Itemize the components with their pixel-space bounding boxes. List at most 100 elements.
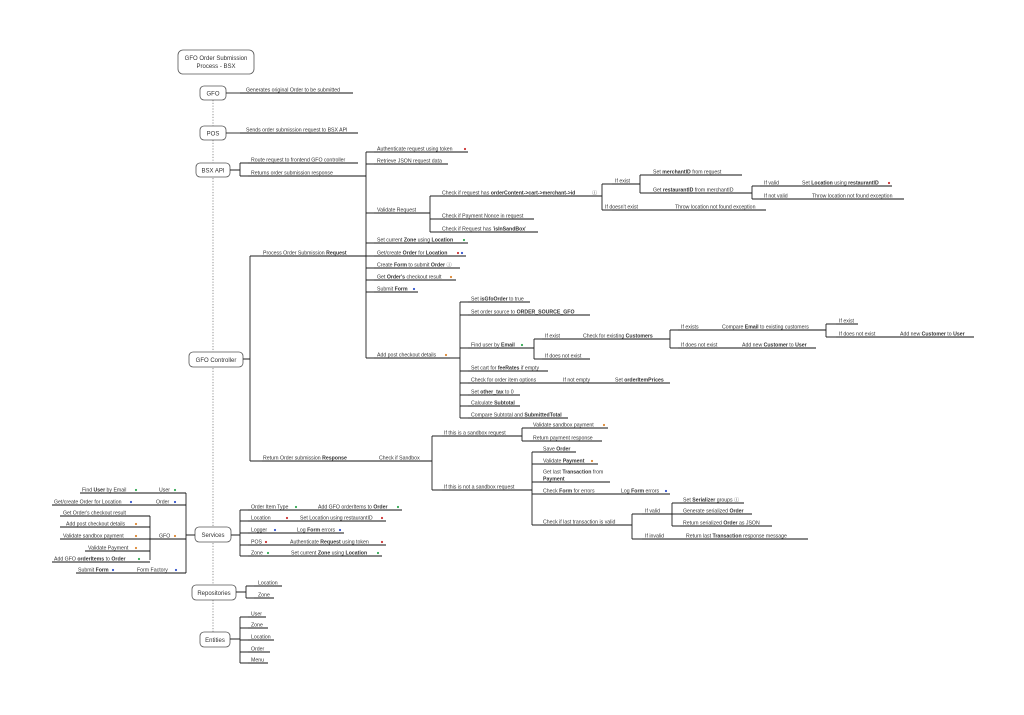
restaurant-if-valid-label: If valid <box>764 181 779 187</box>
node-repositories-label: Repositories <box>197 591 230 597</box>
svc-order-marker-icon <box>173 500 177 504</box>
svc-get-order-marker-icon <box>129 500 133 504</box>
return-serialized-label: Return serialized Order as JSON <box>683 521 760 527</box>
submit-form-label: Submit Form <box>377 287 408 293</box>
submit-form-marker-icon <box>412 287 416 291</box>
node-entities: Entities <box>199 631 231 648</box>
create-form-label: Create Form to submit Order ⓘ <box>377 261 452 269</box>
get-order-marker-2-icon <box>460 251 464 255</box>
set-merchant-label: Set merchantID from request <box>653 170 722 176</box>
validate-payment-marker-icon <box>590 459 594 463</box>
add-post-checkout-label: Add post checkout details <box>377 353 437 359</box>
get-restaurant-label: Get restaurantID from merchantID <box>653 188 734 194</box>
svc-gfo-item-3-label: Validate sandbox payment <box>63 534 124 540</box>
svc-form-factory-marker-icon <box>174 568 178 572</box>
svc-find-user-marker-icon <box>134 488 138 492</box>
add-new-customer-2-label: Add new Customer to User <box>900 332 965 338</box>
validate-request-label: Validate Request <box>377 208 417 214</box>
check-merchant-info-icon: ⓘ <box>592 189 597 197</box>
svc-order-label: Order <box>156 500 170 506</box>
svc-order-item-type-label: Order Item Type <box>251 505 288 511</box>
svc-form-factory-label: Form Factory <box>137 568 168 574</box>
find-user-marker-icon <box>520 343 524 347</box>
svc-order-item-type-marker-icon <box>294 505 298 509</box>
set-source-label: Set order source to ORDER_SOURCE_GFO <box>471 310 575 316</box>
node-bsx-api-label: BSX API <box>201 169 224 175</box>
svc-zone-marker-icon <box>266 551 270 555</box>
check-customers-label: Check for existing Customers <box>583 334 653 340</box>
retrieve-json-label: Retrieve JSON request data <box>377 159 442 165</box>
if-not-sandbox-label: If this is not a sandbox request <box>444 485 515 491</box>
svc-gfo-marker-icon <box>173 534 177 538</box>
validate-payment-label: Validate Payment <box>543 459 585 465</box>
entity-menu-label: Menu <box>251 658 264 664</box>
svc-logger-marker-icon <box>273 528 277 532</box>
svc-user-marker-icon <box>173 488 177 492</box>
set-zone-label: Set current Zone using Location <box>377 238 453 244</box>
find-user-label: Find user by Email <box>471 343 515 349</box>
svc-log-form-errors-label: Log Form errors <box>297 528 335 534</box>
svc-gfo-item-1-label: Get Order's checkout result <box>63 511 127 517</box>
svc-gfo-item-2-label: Add post checkout details <box>66 522 126 528</box>
return-payment-label: Return payment response <box>533 436 593 442</box>
restaurant-if-not-valid-label: If not valid <box>764 194 788 200</box>
generate-serialized-label: Generate serialized Order <box>683 509 744 515</box>
tx-if-invalid-label: If invalid <box>645 534 664 540</box>
compare-if-not-exist-label: If does not exist <box>839 332 876 338</box>
node-gfo-controller: GFO Controller <box>188 351 244 368</box>
merchant-if-not-exist-label: If doesn't exist <box>605 205 639 211</box>
set-prices-label: Set orderItemPrices <box>615 378 664 384</box>
svc-find-user-label: Find User by Email <box>82 488 126 494</box>
merchant-if-exist-label: If exist <box>615 179 631 185</box>
get-checkout-marker-icon <box>449 275 453 279</box>
svc-add-gfo-items-marker-icon <box>396 505 400 509</box>
compare-email-label: Compare Email to existing customers <box>722 325 809 331</box>
throw-location-label: Throw location not found exception <box>675 205 756 211</box>
svc-gfo-item-4-marker-icon <box>134 546 138 550</box>
find-user-if-exist-label: If exist <box>545 334 561 340</box>
gfo-branch: Generates original Order to be submitted <box>226 88 353 94</box>
check-items-label: Check for order item options <box>471 378 537 384</box>
check-nonce-label: Check if Payment Nonce in request <box>442 214 524 220</box>
node-pos-label: POS <box>207 132 220 138</box>
node-pos: POS <box>199 125 227 141</box>
set-zone-marker-icon <box>462 238 466 242</box>
check-sandbox-label: Check if Request has 'isInSandBox' <box>442 227 526 233</box>
svc-get-create-order-label: Get/create Order for Location <box>54 500 122 506</box>
repositories-branch: Location Zone <box>236 581 282 599</box>
get-last-tx-label: Get last Transaction from <box>543 470 603 476</box>
svc-add-gfo-items-label: Add GFO orderItems to Order <box>318 505 388 511</box>
svc-logger-label: Logger <box>251 528 267 534</box>
svc-submit-form-label: Submit Form <box>78 568 109 574</box>
log-form-errors-label: Log Form errors <box>621 489 659 495</box>
check-sandbox-2-label: Check if Sandbox <box>379 456 420 462</box>
calc-subtotal-label: Calculate Subtotal <box>471 401 515 407</box>
bsx-branch-label-returns: Returns order submission response <box>251 171 333 177</box>
entity-location-label: Location <box>251 635 271 641</box>
validate-sandbox-label: Validate sandbox payment <box>533 423 594 429</box>
pos-branch: Sends order submission request to BSX AP… <box>226 128 358 134</box>
diagram-title-box: GFO Order Submission Process - BSX <box>177 49 255 75</box>
check-merchant-label: Check if request has orderContent->cart-… <box>442 191 575 197</box>
svc-set-location-label: Set Location using restaurantID <box>300 516 373 522</box>
svc-set-zone-label: Set current Zone using Location <box>291 551 367 557</box>
svc-user-label: User <box>159 488 170 494</box>
svc-gfo-item-4-label: Validate Payment <box>88 546 129 552</box>
svc-pos-label: POS <box>251 540 262 546</box>
save-order-label: Save Order <box>543 447 570 453</box>
get-order-marker-1-icon <box>456 251 460 255</box>
items-if-not-empty-label: If not empty <box>563 378 591 384</box>
svc-log-form-marker-icon <box>338 528 342 532</box>
find-user-if-not-label: If does not exist <box>545 354 582 360</box>
set-tax-label: Set other_tax to 0 <box>471 390 514 396</box>
svc-set-zone-marker-icon <box>376 551 380 555</box>
controller-branches: Process Order Submission Request Authent… <box>243 147 974 540</box>
get-create-order-label: Get/create Order for Location <box>377 251 447 257</box>
svc-gfo-item-2-marker-icon <box>134 522 138 526</box>
svc-gfo-item-3-marker-icon <box>134 534 138 538</box>
services-right: Order Item Type Add GFO orderItems to Or… <box>231 505 402 557</box>
node-services: Services <box>194 526 232 543</box>
entities-branch: User Zone Location Order Menu <box>230 612 274 664</box>
svc-location-label: Location <box>251 516 271 522</box>
add-post-marker-icon <box>444 353 448 357</box>
